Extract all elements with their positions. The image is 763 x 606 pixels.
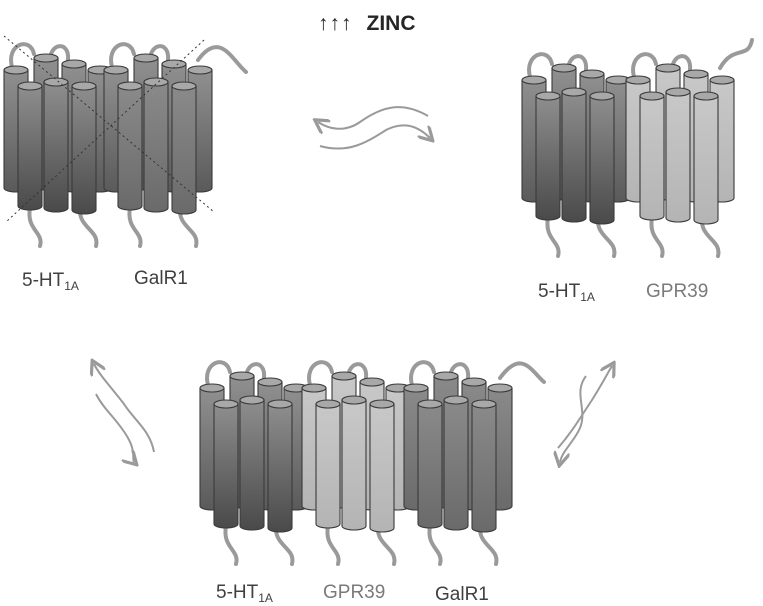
label-galr1: GalR1: [435, 584, 489, 605]
ht1a-intracellular-loop: [223, 524, 239, 566]
galr1-intracellular-loop: [127, 206, 143, 248]
label-5ht1a: 5-HT1A: [22, 270, 79, 293]
galr1-intracellular-loop: [427, 524, 443, 566]
helix-layer: [3, 53, 735, 533]
galr1-helix: [171, 81, 197, 215]
gpr39-helix: [693, 91, 719, 225]
galr1-c-terminus: [498, 361, 546, 384]
galr1-helix: [417, 399, 443, 529]
equilibrium-arrow-up: [557, 366, 612, 449]
galr1-c-terminus: [196, 45, 248, 74]
gpr39-extracellular-loop: [307, 360, 334, 387]
equilibrium-arrow-up: [94, 364, 155, 453]
zinc-label: ZINC: [366, 12, 416, 35]
equilibrium-arrow-down: [95, 393, 134, 462]
label-5ht1a: 5-HT1A: [538, 281, 595, 304]
gpr39-helix: [639, 91, 665, 221]
galr1-extracellular-loop: [409, 360, 436, 387]
ht1a-helix: [535, 91, 561, 221]
cross-out-line: [3, 35, 215, 213]
gpr39-helix: [665, 87, 691, 223]
ht1a-helix: [239, 395, 265, 531]
ht1a-helix: [43, 77, 69, 213]
label-galr1: GalR1: [134, 268, 188, 289]
label-5ht1a: 5-HT1A: [216, 582, 273, 605]
ht1a-intracellular-loop: [545, 216, 561, 258]
ht1a-helix: [71, 81, 97, 215]
gpr39-c-terminus: [718, 38, 754, 70]
ht1a-helix: [589, 91, 615, 225]
galr1-helix: [443, 395, 469, 531]
galr1-extracellular-loop: [109, 42, 136, 69]
up-arrows-icon: ↑↑↑: [318, 12, 353, 35]
gpr39-helix: [341, 395, 367, 531]
ht1a-extracellular-loop: [527, 52, 554, 79]
galr1-helix: [143, 77, 169, 213]
gpr39-extracellular-loop: [631, 52, 658, 79]
gpr39-intracellular-loop: [649, 216, 665, 258]
overlay-layer: [3, 35, 612, 462]
gpr39-helix: [315, 399, 341, 529]
ht1a-helix: [267, 399, 293, 533]
galr1-helix: [117, 81, 143, 211]
ht1a-extracellular-loop: [205, 360, 232, 387]
zinc-header: ↑↑↑ ZINC: [318, 12, 416, 36]
ht1a-extracellular-loop: [9, 42, 36, 69]
equilibrium-arrow-right: [319, 124, 430, 150]
label-gpr39: GPR39: [646, 281, 709, 302]
equilibrium-arrow-down: [560, 375, 587, 462]
ht1a-intracellular-loop: [27, 206, 43, 248]
ht1a-helix: [561, 87, 587, 223]
galr1-helix: [471, 399, 497, 533]
ht1a-helix: [17, 81, 43, 211]
equilibrium-arrow-left: [318, 106, 429, 129]
gpr39-intracellular-loop: [325, 524, 341, 566]
label-gpr39: GPR39: [323, 582, 386, 603]
gpr39-helix: [369, 399, 395, 533]
ht1a-helix: [213, 399, 239, 529]
